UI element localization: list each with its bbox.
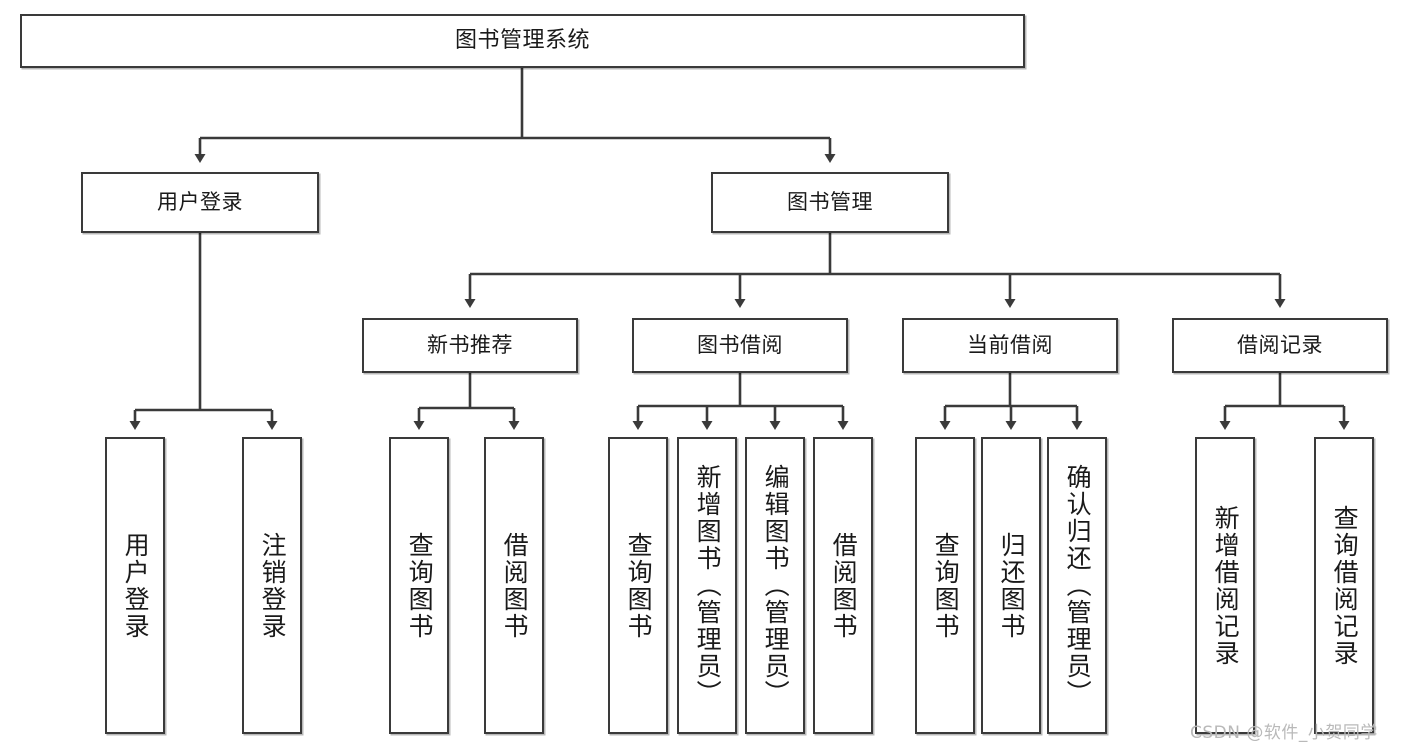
- node-borrow-record-label: 借阅记录: [1237, 333, 1323, 358]
- leaf-edit-book-label: 编辑图书（管理员）: [761, 464, 791, 707]
- node-book-manage[interactable]: 图书管理: [711, 172, 949, 233]
- leaf-borrow-book-2[interactable]: 借阅图书: [813, 437, 873, 734]
- node-borrow-record[interactable]: 借阅记录: [1172, 318, 1388, 373]
- leaf-edit-book[interactable]: 编辑图书（管理员）: [745, 437, 805, 734]
- leaf-query-record[interactable]: 查询借阅记录: [1314, 437, 1374, 734]
- leaf-query-book-1[interactable]: 查询图书: [389, 437, 449, 734]
- leaf-borrow-book-1[interactable]: 借阅图书: [484, 437, 544, 734]
- node-new-book-rec-label: 新书推荐: [427, 333, 513, 358]
- leaf-confirm-return-label: 确认归还（管理员）: [1063, 464, 1093, 707]
- leaf-user-login-label: 用户登录: [121, 531, 151, 640]
- leaf-add-book-label: 新增图书（管理员）: [693, 464, 723, 707]
- node-book-manage-label: 图书管理: [787, 190, 873, 215]
- leaf-query-book-1-label: 查询图书: [405, 531, 435, 640]
- leaf-logout-label: 注销登录: [258, 531, 288, 640]
- leaf-query-book-2-label: 查询图书: [624, 531, 654, 640]
- csdn-watermark: CSDN @软件_小贺同学: [1190, 723, 1378, 743]
- leaf-add-record[interactable]: 新增借阅记录: [1195, 437, 1255, 734]
- leaf-query-book-3[interactable]: 查询图书: [915, 437, 975, 734]
- leaf-borrow-book-1-label: 借阅图书: [500, 531, 530, 640]
- leaf-query-book-2[interactable]: 查询图书: [608, 437, 668, 734]
- leaf-return-book[interactable]: 归还图书: [981, 437, 1041, 734]
- leaf-logout[interactable]: 注销登录: [242, 437, 302, 734]
- node-current-borrow-label: 当前借阅: [967, 333, 1053, 358]
- node-book-borrow[interactable]: 图书借阅: [632, 318, 848, 373]
- leaf-borrow-book-2-label: 借阅图书: [829, 531, 859, 640]
- leaf-query-record-label: 查询借阅记录: [1330, 504, 1360, 667]
- node-user-login-label: 用户登录: [157, 190, 243, 215]
- leaf-add-record-label: 新增借阅记录: [1211, 504, 1241, 667]
- node-current-borrow[interactable]: 当前借阅: [902, 318, 1118, 373]
- node-book-borrow-label: 图书借阅: [697, 333, 783, 358]
- node-root[interactable]: 图书管理系统: [20, 14, 1025, 68]
- node-root-label: 图书管理系统: [454, 28, 590, 54]
- leaf-return-book-label: 归还图书: [997, 531, 1027, 640]
- leaf-user-login[interactable]: 用户登录: [105, 437, 165, 734]
- leaf-confirm-return[interactable]: 确认归还（管理员）: [1047, 437, 1107, 734]
- node-new-book-rec[interactable]: 新书推荐: [362, 318, 578, 373]
- leaf-add-book[interactable]: 新增图书（管理员）: [677, 437, 737, 734]
- leaf-query-book-3-label: 查询图书: [931, 531, 961, 640]
- node-user-login[interactable]: 用户登录: [81, 172, 319, 233]
